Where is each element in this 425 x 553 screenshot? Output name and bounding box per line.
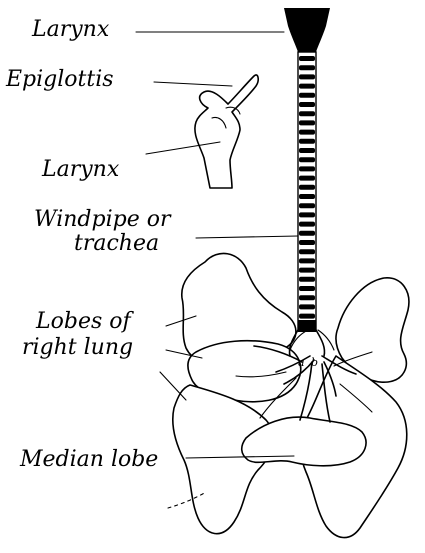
- cartilage-ring: [299, 314, 315, 319]
- cartilage-ring: [299, 240, 315, 245]
- label-lobes-line2: right lung: [22, 335, 133, 360]
- cartilage-ring: [299, 258, 315, 263]
- cartilage-ring: [299, 185, 315, 190]
- cartilage-ring: [299, 130, 315, 135]
- cartilage-ring: [299, 203, 315, 208]
- cartilage-ring: [299, 249, 315, 254]
- cartilage-ring: [299, 295, 315, 300]
- cartilage-ring: [299, 74, 315, 79]
- label-median-lobe: Median lobe: [19, 447, 158, 472]
- bronchus-b-label: b: [311, 356, 318, 369]
- cartilage-ring: [299, 268, 315, 273]
- trachea-base: [298, 320, 316, 332]
- cartilage-ring: [299, 304, 315, 309]
- leader-windpipe: [196, 236, 298, 238]
- leader-epiglottis: [154, 82, 232, 86]
- larynx-detail-sketch: [195, 75, 258, 188]
- cartilage-ring: [299, 286, 315, 291]
- cartilage-ring: [299, 139, 315, 144]
- cartilage-ring: [299, 212, 315, 217]
- cartilage-rings: [299, 56, 315, 319]
- larynx-cap: [284, 8, 330, 52]
- lungs: [173, 253, 409, 537]
- cartilage-ring: [299, 277, 315, 282]
- cartilage-ring: [299, 231, 315, 236]
- cartilage-ring: [299, 93, 315, 98]
- leader-lobes-lower: [160, 372, 186, 400]
- label-epiglottis: Epiglottis: [5, 67, 114, 92]
- label-lobes-line1: Lobes of: [35, 309, 134, 334]
- cartilage-ring: [299, 84, 315, 89]
- cartilage-ring: [299, 194, 315, 199]
- cartilage-ring: [299, 120, 315, 125]
- label-windpipe-line1: Windpipe or: [34, 207, 172, 232]
- trachea: [284, 8, 330, 356]
- cartilage-ring: [299, 166, 315, 171]
- bronchus-a-label: a: [298, 356, 305, 369]
- cartilage-ring: [299, 102, 315, 107]
- cartilage-ring: [299, 148, 315, 153]
- label-windpipe-line2: trachea: [74, 231, 159, 256]
- cartilage-ring: [299, 56, 315, 61]
- cartilage-ring: [299, 65, 315, 70]
- cartilage-ring: [299, 157, 315, 162]
- leader-larynx-detail: [146, 142, 220, 154]
- cartilage-ring: [299, 111, 315, 116]
- label-larynx-top: Larynx: [31, 17, 110, 42]
- cartilage-ring: [299, 176, 315, 181]
- label-larynx-detail: Larynx: [41, 157, 120, 182]
- cartilage-ring: [299, 222, 315, 227]
